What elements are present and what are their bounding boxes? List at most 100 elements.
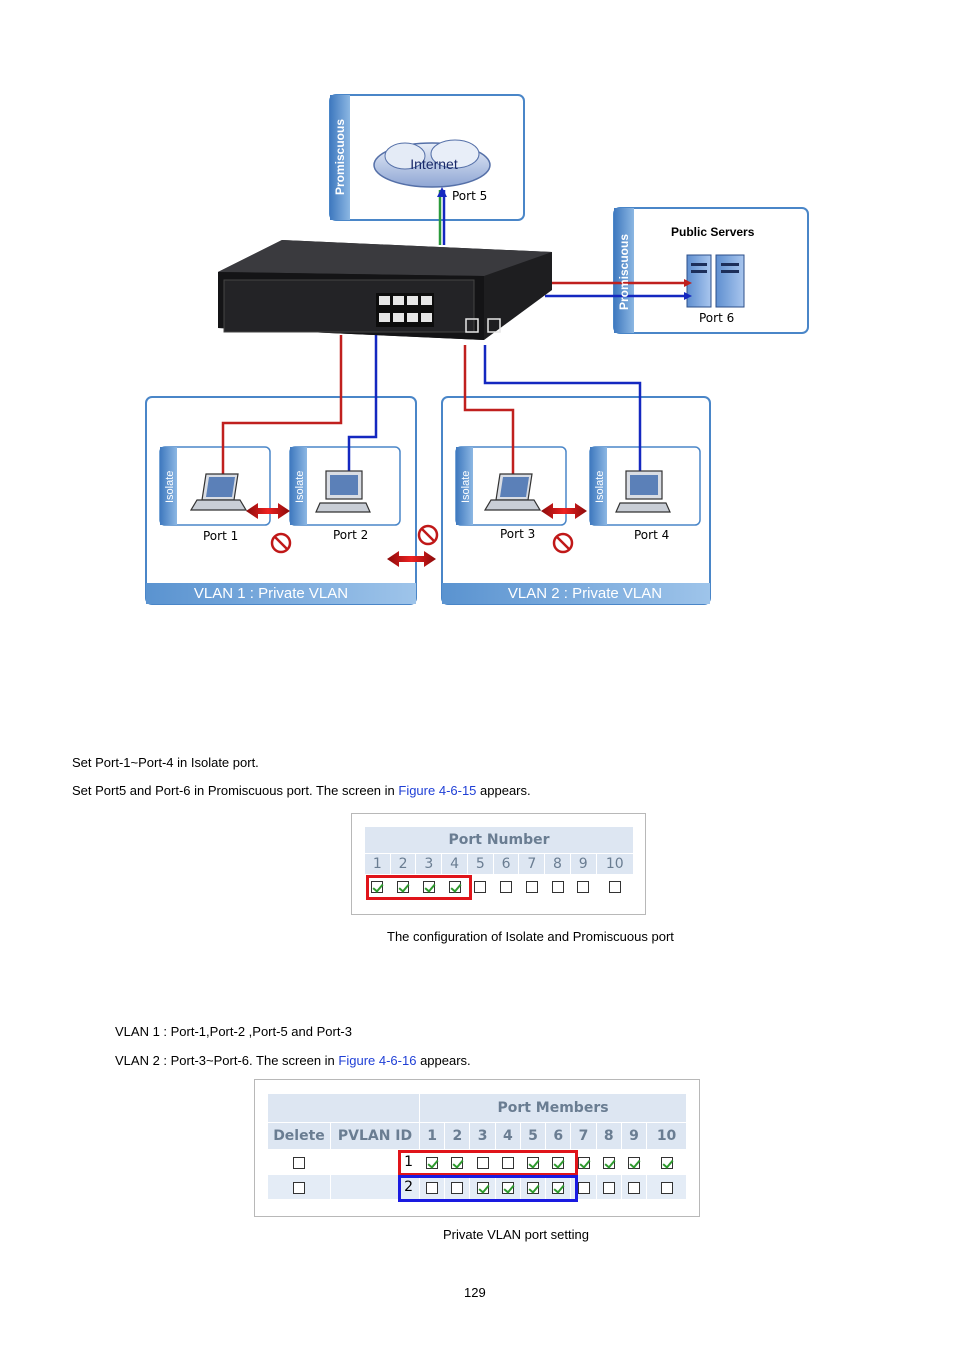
isolate-port-checkbox[interactable]: [500, 881, 513, 893]
member-checkbox[interactable]: [660, 1182, 673, 1194]
desktop-icon-port2: [315, 470, 371, 513]
instruction-promiscuous: Set Port5 and Port-6 in Promiscuous port…: [72, 783, 531, 799]
member-checkbox[interactable]: [501, 1182, 514, 1194]
member-checkbox[interactable]: [451, 1157, 464, 1169]
member-checkbox[interactable]: [577, 1182, 590, 1194]
member-checkbox[interactable]: [426, 1157, 439, 1169]
port3-label: Port 3: [500, 527, 535, 541]
member-port-header: 2: [444, 1122, 471, 1150]
cables: [221, 190, 684, 500]
member-checkbox[interactable]: [552, 1157, 565, 1169]
member-checkbox[interactable]: [501, 1157, 514, 1169]
member-checkbox[interactable]: [552, 1182, 565, 1194]
page-number: 129: [464, 1285, 486, 1300]
member-checkbox[interactable]: [527, 1182, 540, 1194]
member-cell: [646, 1174, 687, 1200]
port-checkbox-cell: [518, 874, 546, 898]
port2-label: Port 2: [333, 528, 368, 542]
port-members-title: Port Members: [419, 1093, 687, 1123]
isolate-label-port3: Isolate: [460, 471, 472, 503]
vlan1-members-highlight: [398, 1150, 578, 1176]
member-checkbox[interactable]: [627, 1182, 640, 1194]
isolate-label-port2: Isolate: [294, 471, 306, 503]
isolate-port-checkbox[interactable]: [577, 881, 590, 893]
member-port-header: 1: [418, 1122, 446, 1150]
laptop-icon-port1: [189, 473, 248, 511]
figure-4-6-15-link[interactable]: Figure 4-6-15: [398, 783, 477, 798]
vlan2-members-highlight: [398, 1175, 578, 1202]
promiscuous-label-servers: Promiscuous: [617, 234, 631, 310]
member-checkbox[interactable]: [577, 1157, 590, 1169]
isolate-port-checkbox[interactable]: [448, 881, 461, 893]
member-checkbox[interactable]: [476, 1182, 489, 1194]
member-checkbox[interactable]: [627, 1157, 640, 1169]
promiscuous-label-top: Promiscuous: [333, 119, 347, 195]
port-checkbox-cell: [595, 874, 635, 898]
isolate-port-checkbox[interactable]: [525, 881, 538, 893]
private-vlan-diagram: Promiscuous Promiscuous Isolate Isolate …: [145, 94, 809, 605]
member-checkbox[interactable]: [602, 1157, 615, 1169]
member-cell: [620, 1174, 648, 1200]
internet-label: Internet: [410, 156, 458, 172]
member-cell: [646, 1149, 687, 1175]
pvlan-row: 2: [267, 1174, 687, 1200]
delete-cell: [267, 1174, 331, 1200]
port-checkbox-cell: [544, 874, 571, 898]
member-cell: [444, 1174, 471, 1200]
double-arrow-icon: [246, 503, 290, 519]
member-checkbox[interactable]: [426, 1182, 439, 1194]
isolate-label-port1: Isolate: [164, 471, 176, 503]
pvlan-blank-header: [267, 1093, 420, 1123]
member-cell: [469, 1149, 496, 1175]
port-number-cell: 7: [518, 853, 546, 875]
prohibited-icon: [270, 532, 292, 554]
member-port-header: 3: [469, 1122, 496, 1150]
member-cell: [469, 1174, 496, 1200]
member-cell: [545, 1174, 572, 1200]
delete-column-header: Delete: [267, 1122, 331, 1150]
isolate-port-checkbox[interactable]: [422, 881, 435, 893]
member-checkbox[interactable]: [476, 1157, 489, 1169]
isolate-port-checkbox[interactable]: [397, 881, 410, 893]
vlan1-members-text: VLAN 1 : Port-1,Port-2 ,Port-5 and Port-…: [115, 1024, 352, 1039]
isolate-ports-highlight: [366, 875, 472, 900]
member-port-header: 8: [595, 1122, 622, 1150]
member-checkbox[interactable]: [451, 1182, 464, 1194]
vlan2-members-prefix: VLAN 2 : Port-3~Port-6. The screen in: [115, 1053, 339, 1068]
instruction-promiscuous-text: Set Port5 and Port-6 in Promiscuous port…: [72, 783, 399, 798]
port-number-cell: 2: [389, 853, 417, 875]
switch-ports: [376, 293, 501, 333]
port-number-cell: 6: [492, 853, 520, 875]
double-arrow-icon: [541, 503, 587, 519]
laptop-icon-port3: [483, 473, 542, 511]
figure-caption-2: Private VLAN port setting: [443, 1227, 589, 1242]
member-checkbox[interactable]: [527, 1157, 540, 1169]
member-port-header: 9: [620, 1122, 648, 1150]
isolate-port-checkbox[interactable]: [474, 881, 487, 893]
public-servers-box: [613, 207, 809, 334]
double-arrow-icon: [387, 551, 436, 567]
member-cell: [595, 1174, 622, 1200]
member-cell: [595, 1149, 622, 1175]
member-checkbox[interactable]: [660, 1157, 673, 1169]
figure-4-6-16-link[interactable]: Figure 4-6-16: [338, 1053, 417, 1068]
pvlan-row: 1: [267, 1149, 687, 1175]
isolate-port-checkbox[interactable]: [371, 881, 384, 893]
delete-checkbox[interactable]: [293, 1157, 305, 1169]
member-port-header: 6: [545, 1122, 572, 1150]
member-port-header: 4: [494, 1122, 521, 1150]
port-number-cell: 10: [595, 853, 635, 875]
member-cell: [444, 1149, 471, 1175]
isolate-port-checkbox[interactable]: [608, 881, 621, 893]
delete-checkbox[interactable]: [293, 1182, 305, 1194]
prohibited-icon: [552, 532, 574, 554]
isolate-port-checkbox[interactable]: [551, 881, 564, 893]
desktop-icon-port4: [615, 470, 671, 513]
port-checkbox-cell: [492, 874, 520, 898]
member-port-header: 5: [519, 1122, 547, 1150]
member-checkbox[interactable]: [602, 1182, 615, 1194]
vlan2-members-suffix: appears.: [416, 1053, 471, 1068]
member-cell: [418, 1174, 446, 1200]
port-number-cell: 4: [441, 853, 468, 875]
